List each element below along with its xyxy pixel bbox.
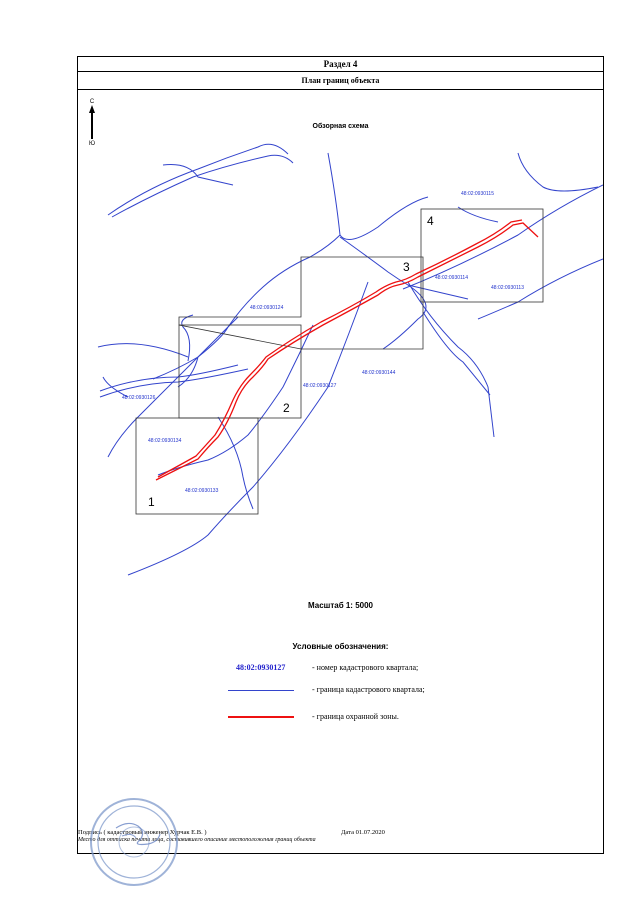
quarter-boundary [111,154,294,218]
north-arrow: С Ю [84,99,100,149]
stamp-place-note: Место для оттиска печати лица, составивш… [78,837,316,843]
quarter-boundary [97,343,189,358]
quarter-label: 48:02:0930113 [491,285,524,291]
sheet-frame [178,256,424,350]
sheet-numbers: 1 2 3 4 [148,214,434,509]
south-label: Ю [88,141,96,147]
legend-desc: - номер кадастрового квартала; [312,663,419,672]
north-arrow-icon [89,105,95,139]
sheet-number: 1 [148,495,155,509]
quarter-boundary [339,236,469,300]
quarter-boundary [127,281,369,576]
quarter-boundary [217,416,254,510]
plan-title: План границ объекта [78,71,603,90]
quarter-label: 48:02:0930124 [250,305,284,311]
quarter-boundary [152,234,341,380]
quarter-boundary [422,311,491,396]
quarter-label: 48:02:0930115 [461,191,494,197]
legend-desc: - граница охранной зоны. [312,712,399,721]
legend-title: Условные обозначения: [292,642,389,651]
quarter-boundaries [97,143,603,576]
sheet-number: 4 [427,214,434,228]
quarter-boundary [177,356,199,388]
signature-date: Дата 01.07.2020 [341,829,385,836]
legend-red-line-sample [228,711,300,723]
sheet-frames [135,208,544,515]
legend-quarter-code: 48:02:0930127 [236,663,286,672]
quarter-boundary [102,376,129,398]
quarter-label: 48:02:0930134 [148,438,182,444]
map-scale: Масштаб 1: 5000 [308,601,373,610]
quarter-labels: 48:02:0930115 48:02:0930114 48:02:093011… [122,191,524,494]
quarter-boundary [157,324,314,476]
quarter-boundary [107,316,239,458]
sheet-number: 2 [283,401,290,415]
sheet-number: 3 [403,260,410,274]
protection-zone [155,219,539,481]
quarter-boundary [407,281,495,438]
quarter-boundary [99,364,239,392]
official-seal [90,798,178,886]
section-title: Раздел 4 [78,57,603,72]
sheet-frame [420,208,544,303]
zone-boundary [155,222,539,481]
quarter-boundary [402,184,603,290]
quarter-label: 48:02:0930144 [362,370,396,376]
quarter-boundary [517,152,599,192]
quarter-boundary [382,284,427,350]
quarter-label: 48:02:0930127 [303,383,337,389]
quarter-label: 48:02:0930114 [435,275,468,281]
quarter-boundary [162,164,234,186]
quarter-boundary [107,143,289,216]
legend-desc: - граница кадастрового квартала; [312,685,425,694]
zone-boundary [157,219,523,478]
quarter-boundary [327,152,429,240]
north-label: С [89,99,95,105]
overview-map: 48:02:0930115 48:02:0930114 48:02:093011… [97,143,603,576]
sheet-frame [178,324,302,419]
quarter-label: 48:02:0930133 [185,488,219,494]
quarter-boundary [181,314,194,362]
quarter-label: 48:02:0930126 [122,395,156,401]
legend-blue-line-sample [228,684,300,696]
quarter-boundary [99,368,249,398]
document-frame: Раздел 4 План границ объекта С Ю Обзорна… [77,56,604,854]
overview-title: Обзорная схема [312,123,369,130]
